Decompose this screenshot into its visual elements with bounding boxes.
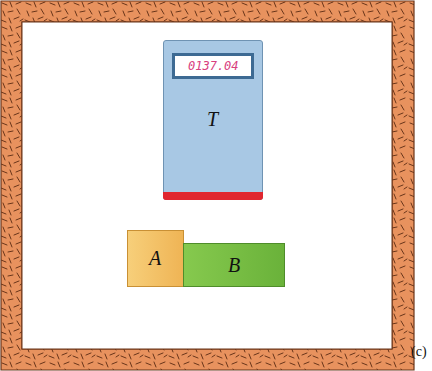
block-a: A: [127, 230, 184, 287]
thermoscope-display: 0137.04: [172, 53, 254, 79]
inner-chamber: [22, 22, 392, 349]
thermoscope-body: T 0137.04: [163, 40, 263, 200]
base-strip: [163, 192, 263, 200]
node-text: T: [207, 108, 218, 131]
block-b: B: [183, 243, 285, 287]
node-text: A: [149, 247, 161, 270]
insulation-wall: [1, 1, 414, 370]
node-text: 0137.04: [188, 59, 239, 73]
node-text: B: [228, 254, 240, 277]
panel-label: (c): [411, 344, 427, 360]
